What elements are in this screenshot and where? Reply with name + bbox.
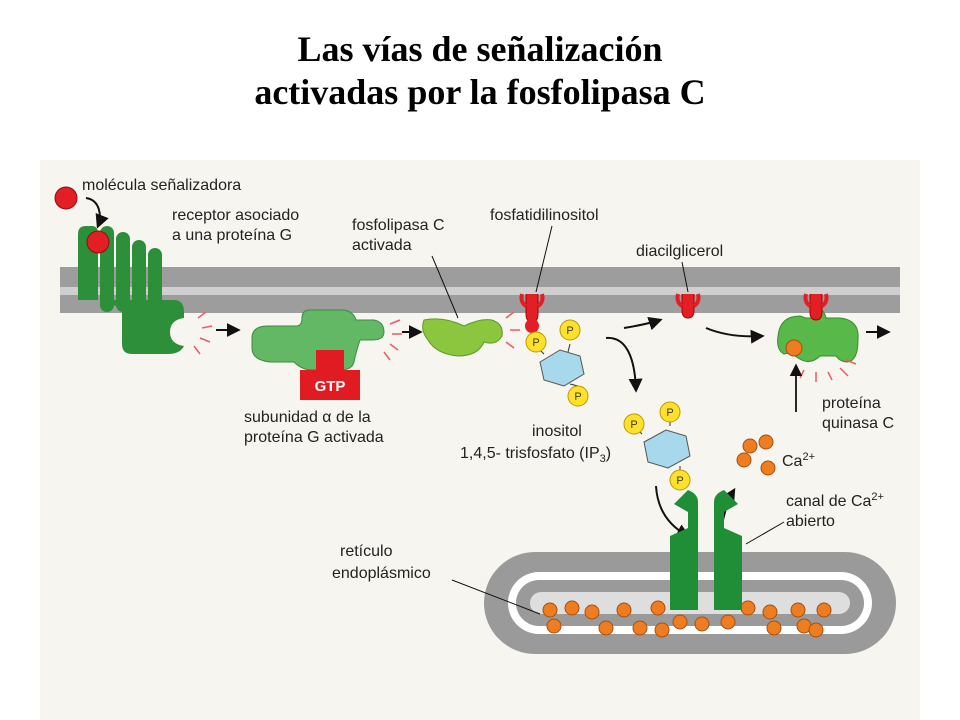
label-calcium-main: Ca	[782, 453, 803, 470]
signal-binding-arrow	[85, 197, 109, 229]
label-receptor-line1: receptor asociado	[172, 207, 299, 224]
label-pip2: fosfatidilinositol	[490, 207, 599, 224]
gtp-block: GTP	[300, 350, 360, 400]
title-line-2: activadas por la fosfolipasa C	[254, 72, 706, 112]
ip3-phosphate-3	[669, 469, 691, 491]
label-calcium: Ca2+	[782, 451, 815, 470]
plc-activation-rays	[505, 311, 520, 349]
cytosolic-calcium	[736, 434, 776, 476]
label-calcium-sup: 2+	[802, 451, 815, 463]
label-channel-line1: canal de Ca2+	[786, 491, 884, 510]
ip3-phosphate-label-2: P	[666, 407, 673, 419]
ip3-phosphate-label-1: P	[630, 419, 637, 431]
phosphate-label-3: P	[574, 391, 581, 403]
figure-panel: molécula señalizadora receptor asociado …	[40, 160, 920, 720]
pip2-lipid	[519, 293, 545, 333]
activated-phospholipase-c	[422, 318, 503, 357]
protein-kinase-c	[777, 293, 859, 363]
pkc-bound-calcium	[785, 339, 803, 357]
label-plc-line2: activada	[352, 237, 412, 254]
signal-molecule	[54, 186, 78, 210]
ip3-free: P P P	[623, 401, 691, 491]
leader-channel	[745, 521, 785, 545]
dag-lipid	[675, 293, 701, 319]
membrane-inner-leaflet	[60, 295, 900, 313]
label-pkc-line1: proteína	[822, 395, 881, 412]
receptor-activation-rays	[193, 311, 213, 355]
label-pkc-line2: quinasa C	[822, 415, 894, 432]
phosphate-2	[559, 319, 581, 341]
label-ip3-sub: 3	[600, 453, 606, 465]
ip3-phosphate-1	[623, 413, 645, 435]
label-er-line1: retículo	[340, 543, 393, 560]
g-protein-coupled-receptor	[78, 226, 184, 354]
phosphate-3	[567, 385, 589, 407]
phospholipase-c-pathway-diagram: molécula señalizadora receptor asociado …	[54, 177, 900, 654]
phosphate-1	[525, 331, 547, 353]
label-channel-line2: abierto	[786, 513, 835, 530]
ip3-phosphate-2	[659, 401, 681, 423]
arrow-ip3-to-channel	[655, 485, 691, 538]
membrane-outer-leaflet	[60, 267, 900, 287]
phosphate-label-1: P	[532, 337, 539, 349]
ip3-gated-calcium-channel	[670, 490, 742, 610]
label-receptor-line2: a una proteína G	[172, 227, 292, 244]
title-line-1: Las vías de señalización	[297, 29, 663, 69]
leader-er	[451, 579, 541, 615]
pkc-activation-rays	[799, 359, 857, 382]
er-calcium-stores	[542, 600, 832, 638]
gtp-label: GTP	[315, 378, 346, 395]
ip3-phosphate-label-3: P	[676, 475, 683, 487]
label-galpha-line1: subunidad α de la	[244, 409, 371, 426]
label-plc-line1: fosfolipasa C	[352, 217, 445, 234]
channel-right-cap	[714, 490, 742, 544]
label-ip3-line2: 1,4,5- trisfosfato (IP3)	[460, 445, 611, 465]
leader-dag	[681, 261, 689, 293]
arrow-dag-formation	[623, 316, 663, 331]
label-dag: diacilglicerol	[636, 243, 723, 260]
pkc-bound-dag	[809, 294, 823, 321]
plasma-membrane	[60, 267, 900, 313]
channel-left-subunit	[670, 544, 698, 610]
label-signal-molecule: molécula señalizadora	[82, 177, 241, 194]
arrow-dag-to-pkc	[705, 327, 765, 344]
gprotein-activation-rays	[383, 319, 402, 361]
phosphate-label-2: P	[566, 325, 573, 337]
label-galpha-line2: proteína G activada	[244, 429, 384, 446]
g-alpha-subunit	[251, 309, 385, 371]
leader-pip2	[535, 225, 553, 293]
membrane-core	[60, 287, 900, 295]
ip3-headgroup-cleaved: P P P	[525, 319, 589, 407]
leader-plc	[431, 255, 459, 319]
title: Las vías de señalización activadas por l…	[0, 28, 960, 114]
channel-left-cap	[670, 490, 698, 544]
label-channel-sup: 2+	[871, 491, 884, 503]
label-channel-main: canal de Ca	[786, 493, 871, 510]
label-er-line2: endoplásmico	[332, 565, 431, 582]
arrow-ip3-release	[605, 336, 643, 393]
label-ip3-close: )	[606, 445, 611, 462]
channel-right-subunit	[714, 544, 742, 610]
label-ip3-main: 1,4,5- trisfosfato (IP	[460, 445, 600, 462]
label-ip3-line1: inositol	[532, 423, 582, 440]
bound-signal-molecule	[86, 230, 110, 254]
